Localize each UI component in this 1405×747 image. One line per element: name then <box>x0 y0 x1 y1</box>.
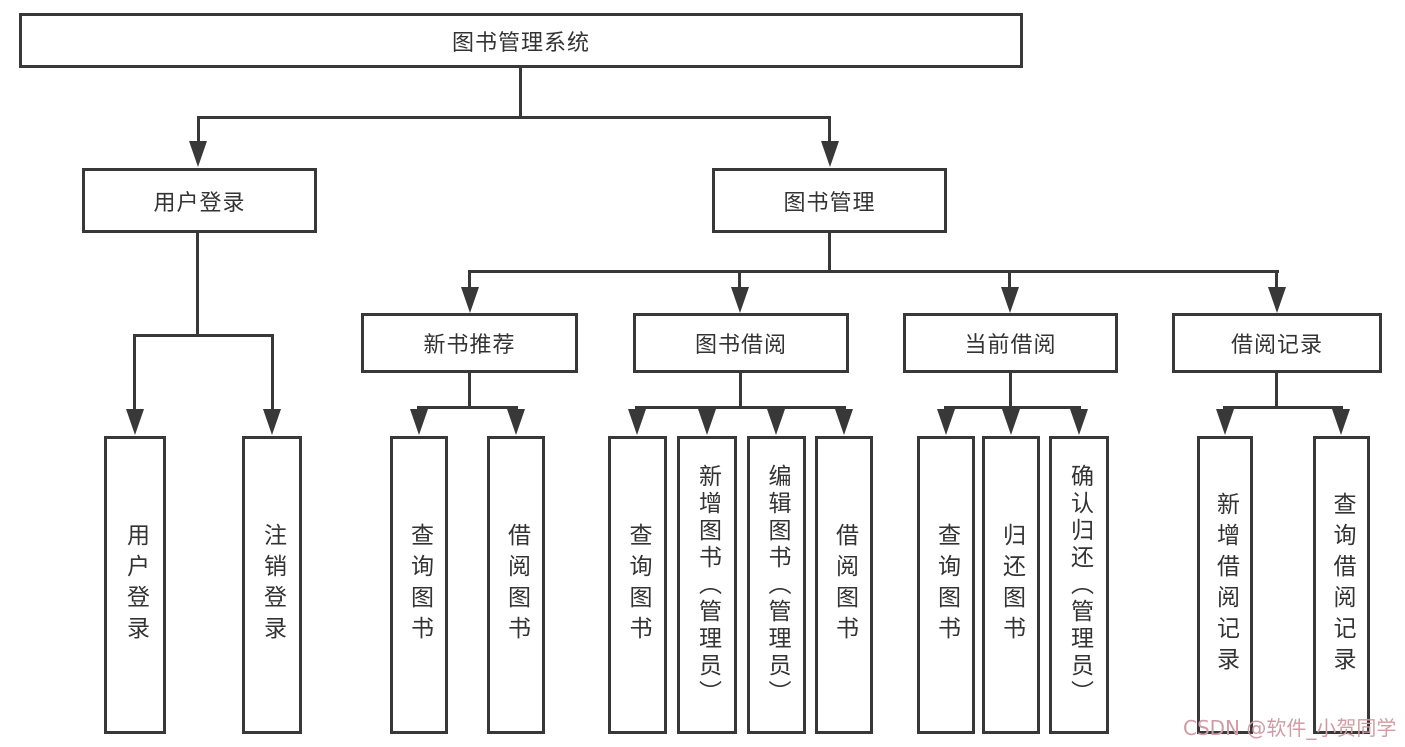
node-label: 确认归还（管理员） <box>1066 463 1093 707</box>
connector <box>828 233 831 273</box>
connector <box>133 334 274 337</box>
arrowhead-icon <box>189 141 207 167</box>
connector <box>635 406 846 409</box>
arrowhead-icon <box>126 409 144 435</box>
node-label: 借阅图书 <box>503 523 530 647</box>
connector <box>1275 271 1278 289</box>
connector <box>133 335 136 411</box>
arrowhead-icon <box>1332 409 1350 435</box>
node-new-book-recommend: 新书推荐 <box>361 313 578 373</box>
connector <box>1275 373 1278 407</box>
node-user-login: 用户登录 <box>82 168 317 233</box>
arrowhead-icon <box>835 409 853 435</box>
node-return-books: 归还图书 <box>982 436 1040 734</box>
node-logout: 注销登录 <box>242 436 302 734</box>
arrowhead-icon <box>507 409 525 435</box>
connector <box>197 116 831 119</box>
arrowhead-icon <box>263 409 281 435</box>
arrowhead-icon <box>1216 409 1234 435</box>
connector <box>271 335 274 411</box>
node-book-borrowing: 图书借阅 <box>633 313 849 373</box>
connector <box>828 117 831 143</box>
node-label: 查询借阅记录 <box>1329 492 1355 678</box>
arrowhead-icon <box>1001 287 1019 313</box>
node-query-books-recommend: 查询图书 <box>390 436 448 734</box>
node-label: 归还图书 <box>998 523 1025 647</box>
node-label: 查询图书 <box>406 523 433 647</box>
node-query-books-current: 查询图书 <box>917 436 975 734</box>
connector <box>519 68 522 117</box>
node-edit-books-admin: 编辑图书（管理员） <box>747 436 806 734</box>
node-label: 查询图书 <box>625 523 651 647</box>
node-borrowing-records: 借阅记录 <box>1172 313 1382 373</box>
node-label: 查询图书 <box>933 523 960 647</box>
arrowhead-icon <box>410 409 428 435</box>
node-confirm-return-admin: 确认归还（管理员） <box>1049 436 1109 734</box>
node-book-management: 图书管理 <box>712 168 947 233</box>
node-label: 新增借阅记录 <box>1212 492 1239 678</box>
node-root: 图书管理系统 <box>19 13 1023 68</box>
node-borrow-books-leaf: 借阅图书 <box>815 436 873 734</box>
connector <box>944 406 1081 409</box>
connector <box>417 406 518 409</box>
connector <box>739 373 742 407</box>
node-user-login-leaf: 用户登录 <box>104 436 166 734</box>
arrowhead-icon <box>1002 409 1020 435</box>
arrowhead-icon <box>937 409 955 435</box>
connector <box>738 271 741 289</box>
arrowhead-icon <box>821 141 839 167</box>
node-label: 用户登录 <box>122 523 149 647</box>
node-label: 编辑图书（管理员） <box>764 463 790 707</box>
arrowhead-icon <box>698 409 716 435</box>
connector <box>1009 373 1012 407</box>
arrowhead-icon <box>1070 409 1088 435</box>
node-borrow-books-recommend: 借阅图书 <box>487 436 545 734</box>
node-current-borrowing: 当前借阅 <box>903 313 1118 373</box>
node-query-borrow-record: 查询借阅记录 <box>1313 436 1370 734</box>
connector <box>197 117 200 143</box>
node-query-books-borrowing: 查询图书 <box>608 436 667 734</box>
node-label: 借阅图书 <box>831 523 858 647</box>
connector <box>1008 271 1011 289</box>
arrowhead-icon <box>1268 287 1286 313</box>
connector <box>468 270 1279 273</box>
arrowhead-icon <box>461 287 479 313</box>
connector <box>196 233 199 335</box>
node-add-borrow-record: 新增借阅记录 <box>1197 436 1253 734</box>
connector <box>468 271 471 289</box>
watermark: CSDN @软件_小贺同学 <box>1183 716 1397 740</box>
connector <box>468 373 471 407</box>
arrowhead-icon <box>731 287 749 313</box>
node-add-books-admin: 新增图书（管理员） <box>677 436 737 734</box>
arrowhead-icon <box>767 409 785 435</box>
node-label: 新增图书（管理员） <box>694 463 721 707</box>
connector <box>1223 406 1343 409</box>
node-label: 注销登录 <box>259 523 286 647</box>
arrowhead-icon <box>628 409 646 435</box>
